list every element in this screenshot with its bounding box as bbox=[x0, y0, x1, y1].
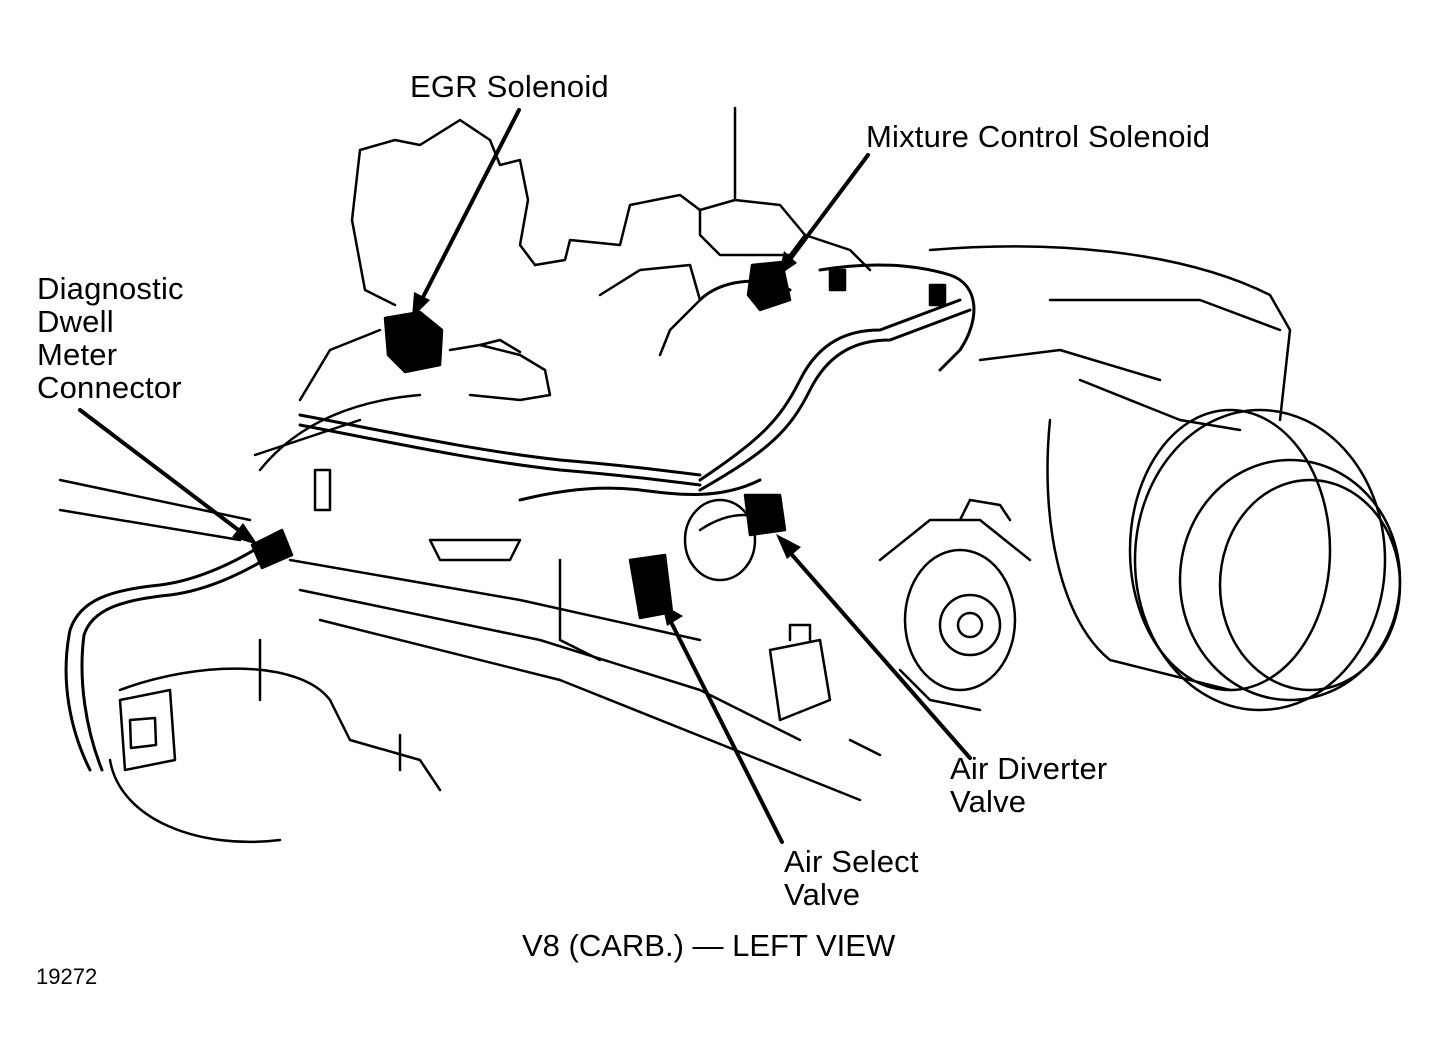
leader-lines bbox=[78, 108, 972, 844]
connector-block bbox=[250, 528, 294, 570]
alternator bbox=[878, 498, 1032, 712]
wiring-harness bbox=[64, 263, 976, 772]
egr-solenoid-block bbox=[383, 310, 444, 374]
air-diverter-leader bbox=[784, 546, 972, 760]
engine-outline bbox=[253, 106, 872, 472]
left-bracket bbox=[118, 468, 332, 772]
air-diverter-valve-label: Air Diverter Valve bbox=[950, 751, 1108, 819]
engine-lower bbox=[58, 478, 882, 844]
figure-number: 19272 bbox=[36, 964, 98, 989]
air-select-valve-label: Air Select Valve bbox=[784, 844, 919, 912]
component-blocks bbox=[250, 260, 947, 620]
diagnostic-dwell-meter-connector-label: Diagnostic Dwell Meter Connector bbox=[37, 271, 184, 405]
egr-leader bbox=[418, 108, 521, 305]
figure-caption: V8 (CARB.) — LEFT VIEW bbox=[522, 928, 896, 963]
air-diverter-block bbox=[743, 493, 787, 537]
connector-leader bbox=[78, 408, 247, 537]
pulley-housing bbox=[928, 245, 1402, 712]
air-select-leader bbox=[668, 618, 784, 844]
mixture-control-solenoid-label: Mixture Control Solenoid bbox=[866, 119, 1211, 154]
egr-solenoid-label: EGR Solenoid bbox=[410, 69, 609, 104]
mixture-leader bbox=[786, 153, 870, 264]
